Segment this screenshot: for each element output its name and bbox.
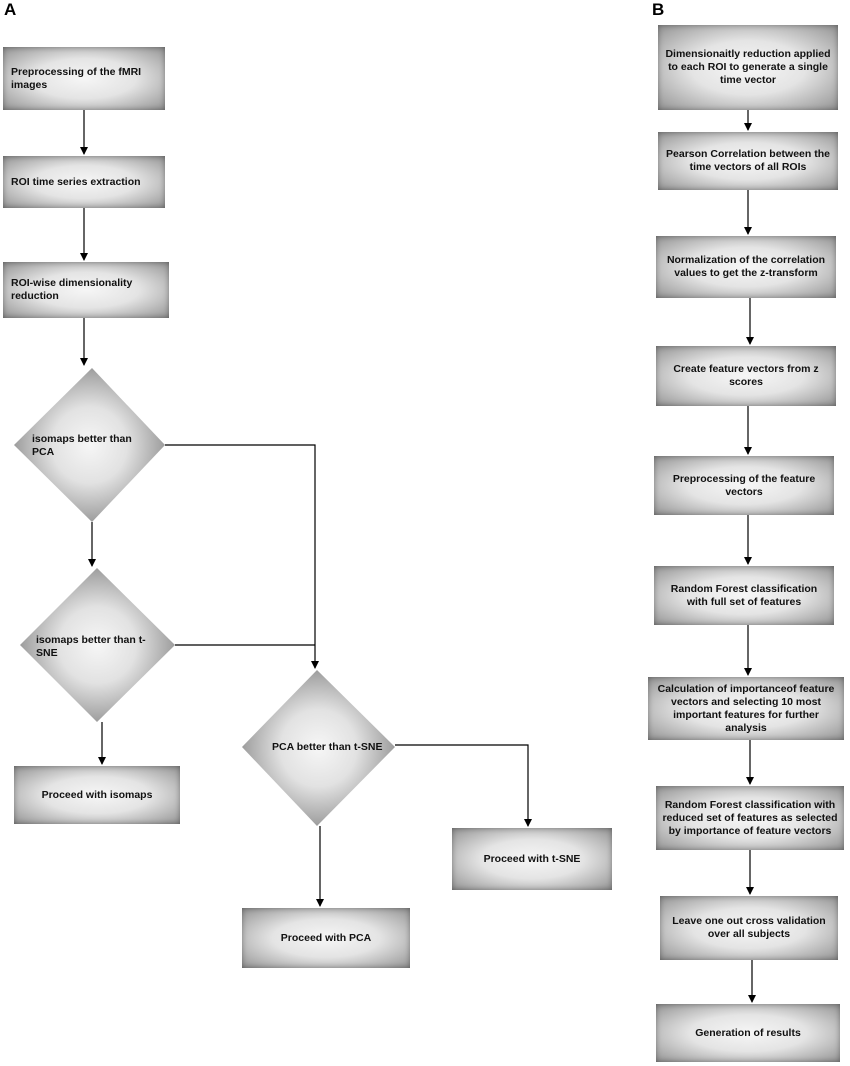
decision-diamond-1 — [14, 368, 165, 522]
panel-label-a: A — [4, 0, 17, 19]
arrow-d3-right — [395, 744, 532, 827]
step-5: Preprocessing of the feature vectors — [654, 456, 834, 515]
box-proceed-pca: Proceed with PCA — [242, 908, 410, 968]
decision-label-isomaps-vs-pca: isomaps better than PCA — [32, 433, 132, 458]
decision-diamond-2 — [20, 568, 175, 722]
step-10: Generation of results — [656, 1004, 840, 1062]
step-9: Leave one out cross validation over all … — [660, 896, 838, 960]
step-8: Random Forest classification with reduce… — [656, 786, 844, 850]
box-preprocessing: Preprocessing of the fMRI images — [3, 47, 165, 110]
box-roi-extraction: ROI time series extraction — [3, 156, 165, 208]
decision-diamond-3 — [242, 670, 395, 826]
panel-label-b: B — [652, 0, 665, 19]
box-proceed-isomaps: Proceed with isomaps — [14, 766, 180, 824]
step-1: Dimensionaitly reduction applied to each… — [658, 25, 838, 110]
box-roi-reduction: ROI-wise dimensionality reduction — [3, 262, 169, 318]
step-7: Calculation of importanceof feature vect… — [648, 677, 844, 740]
decision-label-pca-vs-tsne: PCA better than t-SNE — [272, 741, 383, 753]
step-2: Pearson Correlation between the time vec… — [658, 132, 838, 190]
step-6: Random Forest classification with full s… — [654, 566, 834, 625]
step-4: Create feature vectors from z scores — [656, 346, 836, 406]
arrow-d1-right — [165, 444, 319, 669]
step-3: Normalization of the correlation values … — [656, 236, 836, 298]
decision-label-isomaps-vs-tsne: isomaps better than t-SNE — [36, 634, 146, 659]
box-proceed-tsne: Proceed with t-SNE — [452, 828, 612, 890]
